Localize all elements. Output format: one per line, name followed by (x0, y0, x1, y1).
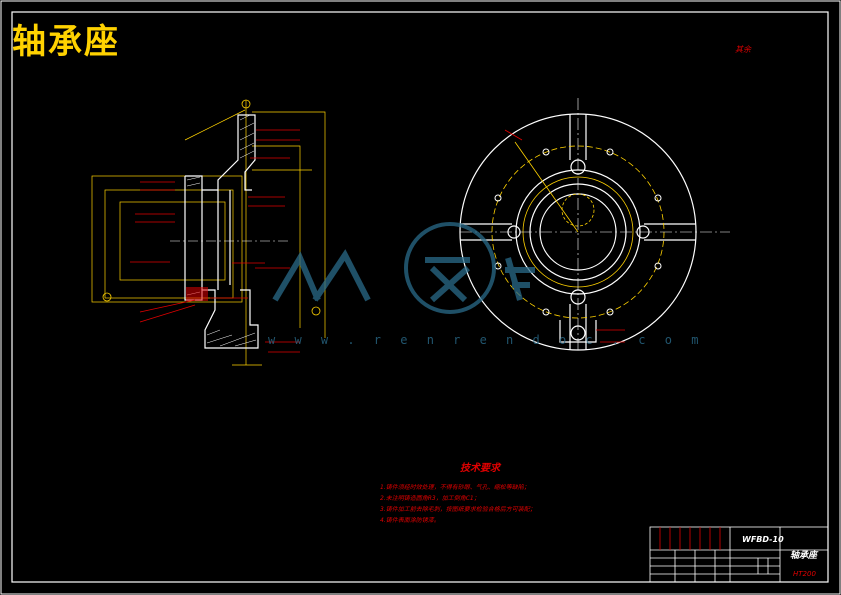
hatch-block-red (186, 287, 208, 301)
bolt-hole (494, 194, 502, 202)
watermark-logo (272, 222, 535, 314)
hole-top (570, 159, 586, 175)
part-bore-lines (201, 190, 231, 290)
part-outline-top (185, 114, 256, 191)
title-block (649, 526, 829, 583)
title-block-frame (649, 526, 829, 583)
leader-right (248, 196, 290, 269)
title-block-cols (674, 527, 781, 582)
leader-left (135, 181, 175, 223)
hole-lug (570, 325, 586, 341)
requirement-item: 1.铸件须经时效处理，不得有砂眼、气孔、缩松等缺陷； (380, 484, 530, 491)
sheet-inner-border (11, 11, 829, 583)
dim-lines-bottom (232, 100, 262, 366)
lug-leader (596, 329, 625, 343)
page-title: 轴承座 (12, 22, 120, 62)
hole-bottom (570, 289, 586, 305)
bolt-hole (654, 262, 662, 270)
hatch-upper (239, 114, 255, 159)
leader-bottom-right (265, 341, 300, 353)
drawing-number: WFBD-10 (742, 535, 784, 544)
bolt-hole (654, 194, 662, 202)
watermark-logo-glyphs-left (272, 249, 371, 302)
datum-circle-right (311, 306, 321, 316)
technical-requirements-list: 1.铸件须经时效处理，不得有砂眼、气孔、缩松等缺陷； 2.未注明铸造圆角R3，加… (380, 482, 536, 526)
bolt-hole (606, 148, 614, 156)
datum-circle-top (241, 99, 251, 109)
hole-left (507, 225, 521, 239)
part-name: 轴承座 (790, 551, 818, 561)
bolt-hole (606, 308, 614, 316)
material: HT200 (793, 570, 816, 578)
hole-right (636, 225, 650, 239)
dim-frame-mid (104, 189, 234, 299)
leader-mid (130, 261, 265, 299)
requirement-item: 3.铸件加工前去除毛刺，按图纸要求检验合格后方可装配； (380, 506, 536, 513)
leader-top-right (250, 129, 300, 159)
radius-leader (504, 129, 523, 141)
bolt-hole (542, 308, 550, 316)
dim-lines-right (252, 111, 326, 338)
watermark-logo-glyph-center (425, 257, 470, 303)
revision-cols (659, 527, 721, 550)
leader-bottom-left (139, 299, 196, 323)
surface-finish-note: 其余 (735, 45, 751, 54)
requirement-item: 2.未注明铸造圆角R3，加工倒角C1； (380, 495, 480, 502)
section-view (91, 99, 326, 366)
watermark-logo-glyph-right (505, 257, 535, 301)
datum-circle-left (102, 292, 112, 302)
dim-line-diag (184, 109, 246, 141)
bolt-hole (542, 148, 550, 156)
technical-requirements-heading: 技术要求 (460, 463, 500, 474)
watermark-url: w w w . r e n r e n d o c . c o m (268, 333, 705, 347)
watermark-logo-ring (404, 222, 496, 314)
bore-inner-dashed (561, 193, 595, 227)
radius-dim-line (514, 141, 579, 233)
front-view (459, 98, 730, 351)
dim-frame-outer (91, 175, 243, 303)
requirement-item: 4.铸件表面涂防锈漆。 (380, 517, 440, 524)
